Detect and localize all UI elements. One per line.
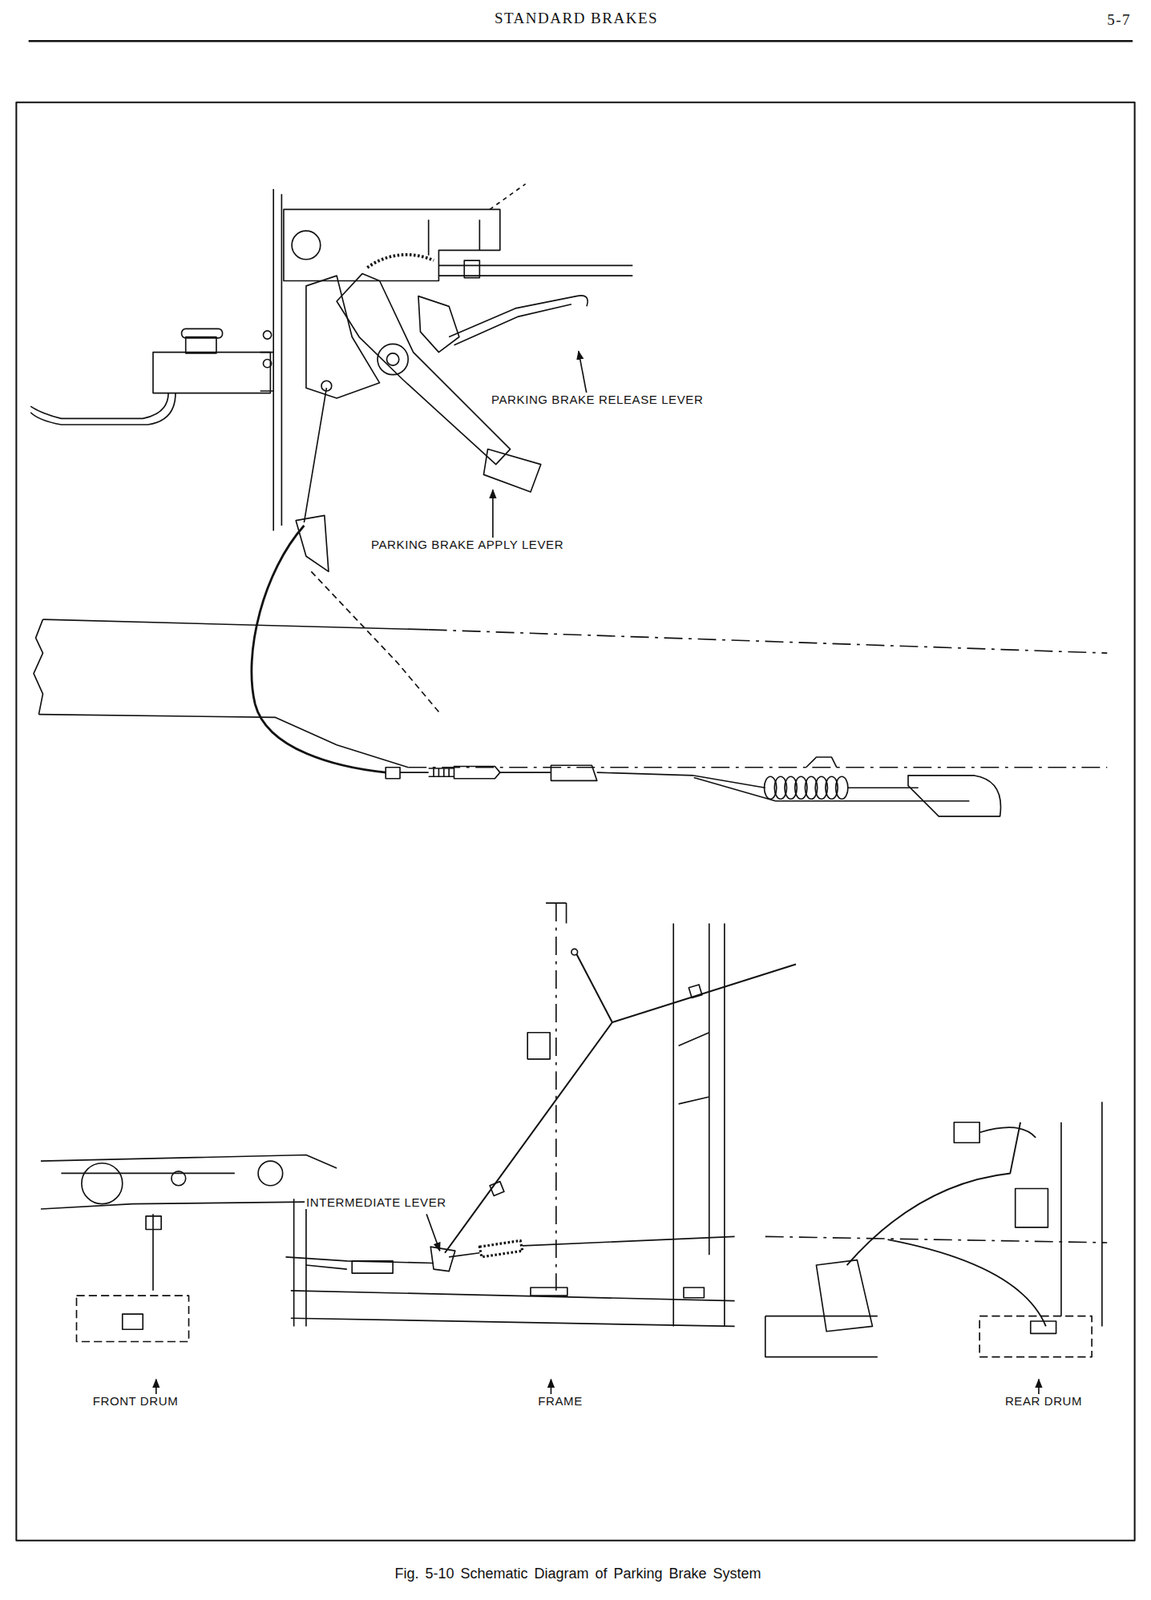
rear-member: [765, 1316, 878, 1358]
leader-line: [578, 351, 587, 394]
leader-line: [155, 1380, 158, 1396]
clip: [683, 1288, 704, 1299]
pawl: [418, 296, 460, 353]
brake-line: [30, 393, 176, 425]
hidden-line: [310, 571, 441, 715]
leader-line: [426, 1214, 441, 1252]
pivot: [171, 1171, 186, 1187]
cut-line: [489, 184, 526, 211]
equalizer: [908, 775, 1001, 817]
bracket: [527, 1033, 550, 1060]
pivot: [258, 1161, 283, 1187]
header-rule: [28, 40, 1133, 43]
axle-line: [765, 1236, 1107, 1244]
mount-bolt: [464, 260, 480, 279]
connector: [351, 1261, 393, 1274]
dash-bracket: [428, 219, 634, 276]
mount-nut: [262, 331, 271, 340]
cable-bracket: [295, 515, 329, 572]
frame-rail: [42, 619, 429, 631]
wheel-hub: [81, 1163, 123, 1205]
clevis: [550, 765, 694, 781]
pedal-arm: [336, 274, 510, 465]
leader-line: [1037, 1380, 1040, 1396]
frame-rail: [428, 630, 1108, 654]
rear-member: [1061, 1102, 1103, 1327]
mount-nut: [262, 359, 271, 368]
backing-plate: [1015, 1189, 1049, 1228]
cable: [522, 1236, 736, 1246]
figure-caption: Fig. 5-10 Schematic Diagram of Parking B…: [392, 1566, 763, 1584]
part-label: PARKING BRAKE RELEASE LEVER: [489, 392, 705, 407]
front-cable: [145, 1214, 162, 1291]
frame-break: [33, 619, 43, 715]
release-lever: [448, 295, 588, 346]
figure-border: [16, 102, 1135, 1542]
adjuster: [454, 766, 552, 779]
frame-bracket: [530, 1288, 568, 1297]
body-member: [545, 903, 566, 924]
cable-rod: [303, 387, 327, 523]
spring-hook: [806, 757, 837, 768]
spring: [479, 1240, 522, 1257]
suspension: [40, 1155, 337, 1210]
brake-cable: [251, 525, 386, 773]
bracket-hole: [291, 230, 321, 260]
intermediate-lever: [430, 1247, 456, 1273]
pedal-pad: [483, 449, 541, 493]
adjuster-thread: [428, 768, 455, 777]
frame-rail: [38, 714, 408, 768]
return-spring: [764, 776, 849, 800]
frame-rail: [407, 767, 1107, 769]
cable: [444, 954, 796, 1254]
cable: [694, 775, 766, 788]
part-label: REAR DRUM: [1003, 1394, 1084, 1409]
leader-line: [550, 1380, 553, 1396]
cable: [694, 777, 970, 801]
firewall: [273, 189, 282, 531]
reservoir: [185, 337, 217, 354]
page-number: 5-7: [1105, 11, 1133, 29]
ratchet-sector: [367, 254, 434, 268]
part-label: INTERMEDIATE LEVER: [304, 1195, 449, 1210]
part-label: PARKING BRAKE APPLY LEVER: [369, 537, 566, 552]
pivot-bolt: [386, 353, 399, 366]
cable-bracket: [953, 1122, 1036, 1143]
part-label: FRONT DRUM: [91, 1394, 181, 1409]
crossmember: [673, 924, 725, 1328]
rear-cable: [847, 1122, 1046, 1328]
drum-fitting: [122, 1314, 143, 1330]
cable-clip: [489, 985, 703, 1197]
reservoir-cap: [181, 328, 223, 338]
dash-panel: [283, 209, 501, 281]
running-header: STANDARD BRAKES: [492, 9, 660, 28]
pivot: [377, 343, 408, 375]
master-cylinder: [153, 352, 271, 394]
front-drum: [76, 1296, 189, 1342]
part-label: FRAME: [536, 1394, 585, 1409]
rear-drum: [979, 1316, 1092, 1358]
drum-fitting: [1030, 1321, 1057, 1334]
rear-bracket: [815, 1260, 873, 1333]
cable: [285, 1257, 434, 1270]
cable-end: [385, 767, 429, 780]
leader-line: [492, 489, 494, 539]
frame-rail: [290, 1291, 736, 1328]
cylinder-flange: [260, 352, 275, 392]
cable-end: [571, 949, 578, 956]
frame-member: [294, 1199, 307, 1327]
body-member: [555, 903, 558, 1292]
